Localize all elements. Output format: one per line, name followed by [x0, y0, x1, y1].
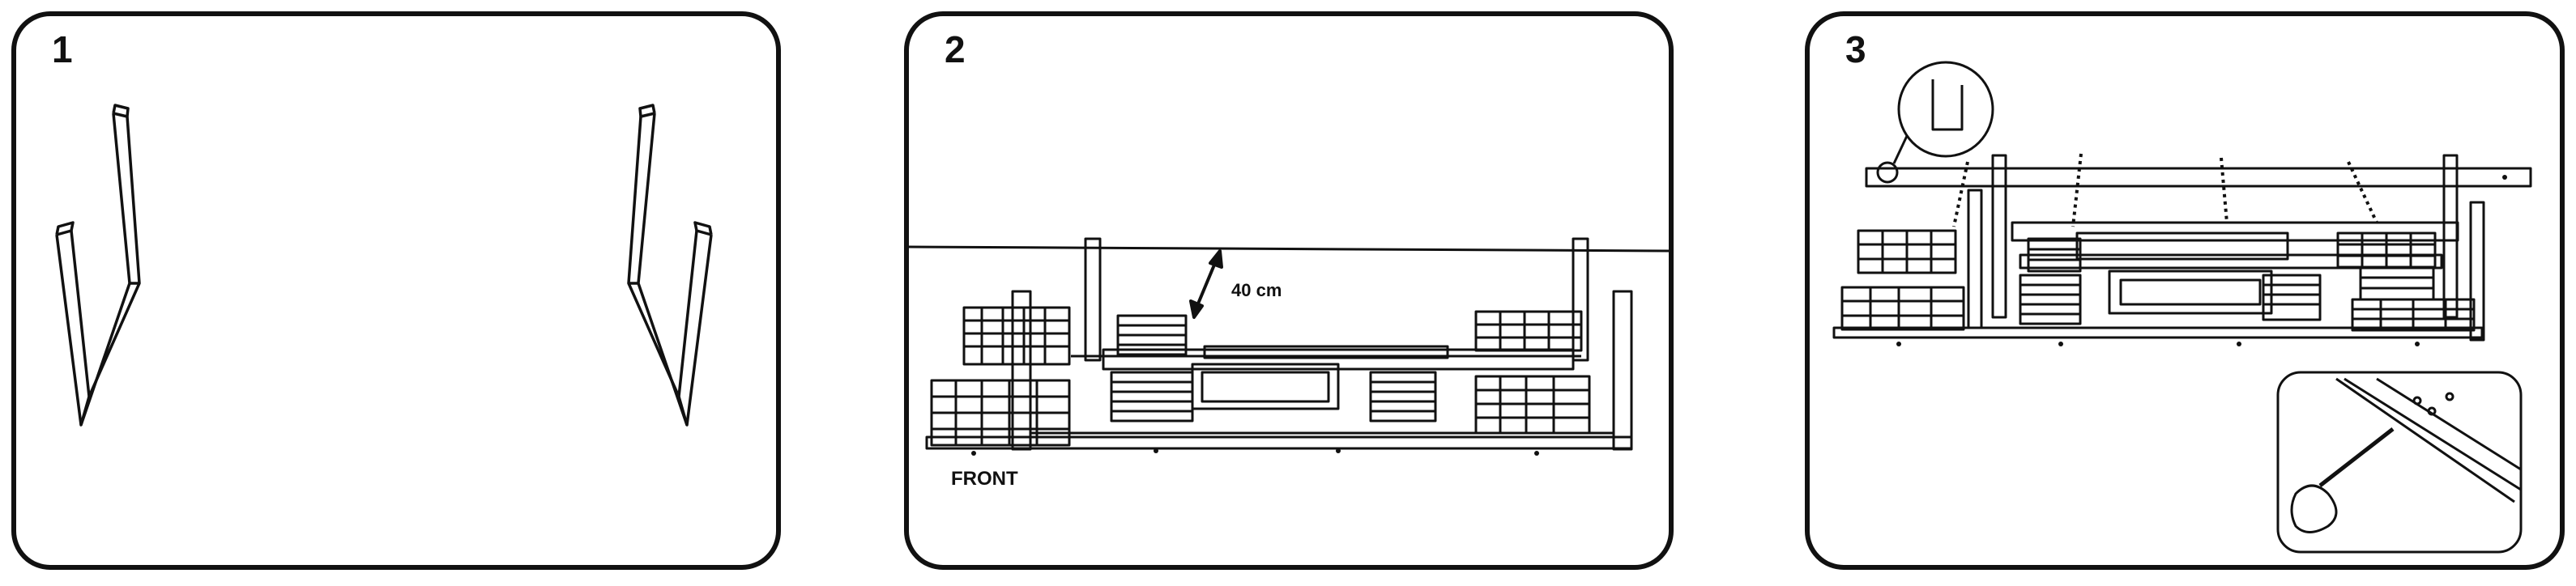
right-seat-slats	[1474, 310, 1591, 435]
alignment-guides	[1952, 153, 2378, 227]
back-legs	[1084, 237, 1589, 362]
left-seat-slats	[930, 306, 1071, 447]
step-3-panel: 3	[1805, 11, 2565, 570]
step-1-panel: 1	[11, 11, 781, 570]
center-seat-slats	[1110, 314, 1437, 423]
screw-markers	[971, 448, 1539, 456]
bracket-detail-callout	[1876, 61, 1994, 184]
bench-assembly-illustration	[909, 237, 1669, 456]
floor-rail	[925, 435, 1633, 450]
right-leg-frame	[627, 104, 713, 427]
step-number: 1	[52, 28, 73, 70]
front-label: FRONT	[951, 468, 1018, 490]
screwdriver-detail-inset	[2276, 371, 2523, 554]
slat-sections	[1840, 229, 2476, 332]
bench-top-illustration	[1832, 61, 2532, 554]
dimension-label: 40 cm	[1231, 280, 1282, 300]
top-rail	[1865, 167, 2532, 188]
left-leg-frame	[55, 104, 141, 427]
step-2-panel: 2	[904, 11, 1674, 570]
dimension-arrow	[1189, 249, 1223, 319]
floor-line	[909, 245, 1669, 253]
posts	[1967, 154, 2485, 342]
step-number: 3	[1845, 28, 1866, 70]
step-number: 2	[945, 28, 966, 70]
bench-legs-illustration	[55, 104, 713, 427]
frame-rails	[1832, 221, 2484, 346]
